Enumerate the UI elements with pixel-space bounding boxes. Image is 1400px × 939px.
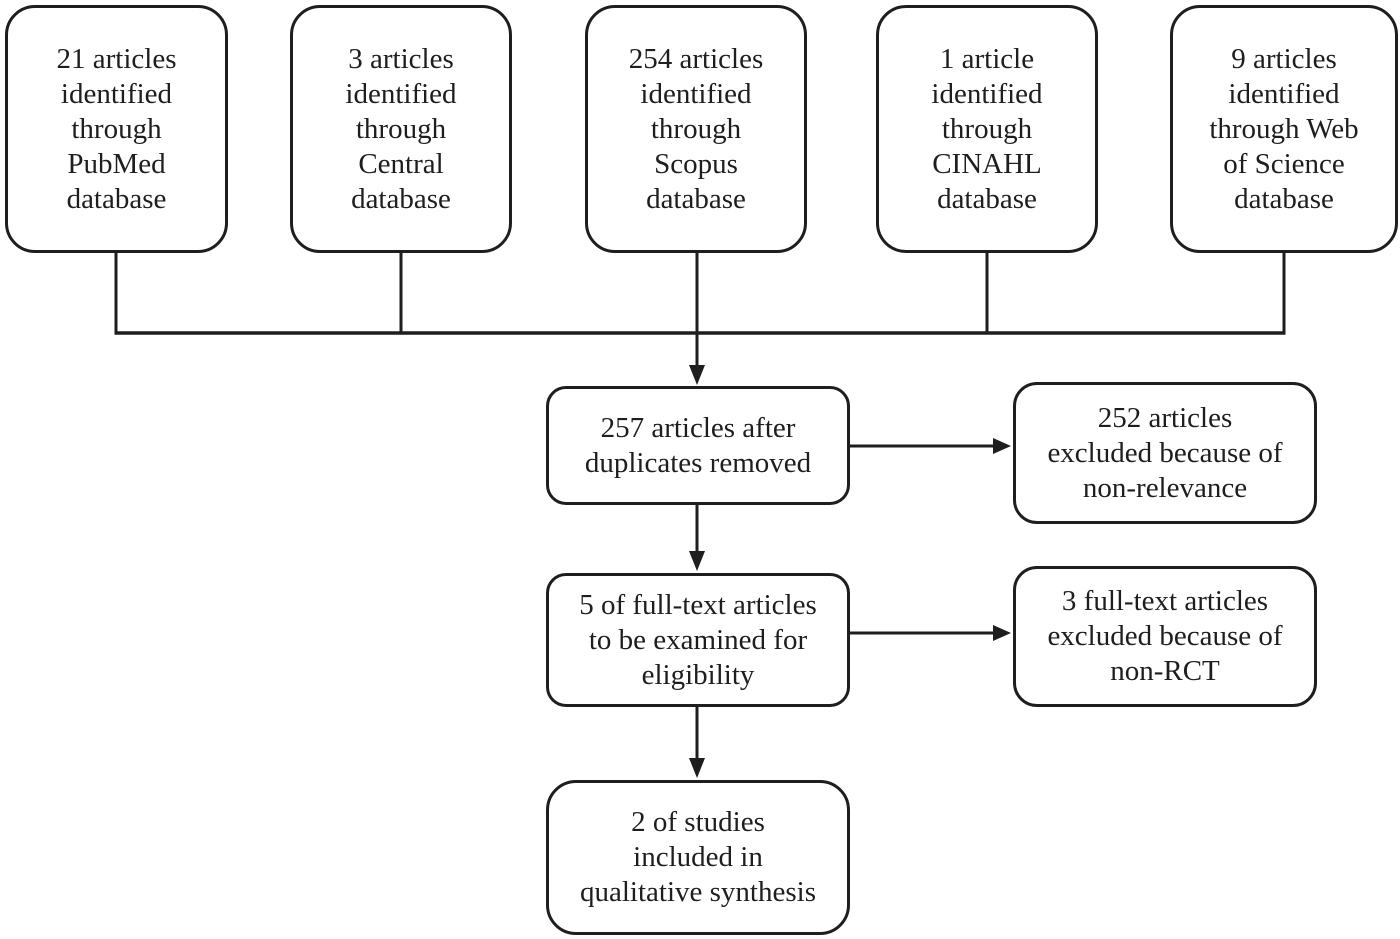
source-box-cinahl: 1 article identified through CINAHL data… bbox=[876, 5, 1098, 253]
excluded-non-rct-box: 3 full-text articles excluded because of… bbox=[1013, 566, 1317, 707]
duplicates-removed-text: 257 articles after duplicates removed bbox=[584, 411, 812, 479]
source-box-pubmed: 21 articles identified through PubMed da… bbox=[5, 5, 228, 253]
arrowhead-duplicates-to-eligibility bbox=[689, 551, 705, 571]
source-box-central-text: 3 articles identified through Central da… bbox=[345, 42, 457, 215]
arrowhead-eligibility-to-excluded bbox=[993, 625, 1011, 641]
source-box-scopus-text: 254 articles identified through Scopus d… bbox=[628, 42, 764, 215]
arrowhead-merge-to-duplicates bbox=[689, 365, 705, 385]
included-box: 2 of studies included in qualitative syn… bbox=[546, 780, 850, 935]
included-text: 2 of studies included in qualitative syn… bbox=[580, 806, 816, 908]
source-box-pubmed-text: 21 articles identified through PubMed da… bbox=[56, 42, 177, 215]
excluded-non-rct-text: 3 full-text articles excluded because of… bbox=[1047, 585, 1283, 687]
arrowhead-duplicates-to-excluded bbox=[993, 438, 1011, 454]
source-box-scopus: 254 articles identified through Scopus d… bbox=[585, 5, 807, 253]
arrowhead-eligibility-to-included bbox=[689, 758, 705, 778]
source-box-central: 3 articles identified through Central da… bbox=[290, 5, 512, 253]
eligibility-text: 5 of full-text articles to be examined f… bbox=[579, 588, 817, 691]
source-box-web-of-science-text: 9 articles identified through Web of Sci… bbox=[1209, 42, 1359, 215]
duplicates-removed-box: 257 articles after duplicates removed bbox=[546, 386, 850, 505]
excluded-non-relevance-box: 252 articles excluded because of non-rel… bbox=[1013, 382, 1317, 524]
source-box-web-of-science: 9 articles identified through Web of Sci… bbox=[1170, 5, 1398, 253]
source-box-cinahl-text: 1 article identified through CINAHL data… bbox=[931, 42, 1043, 215]
excluded-non-relevance-text: 252 articles excluded because of non-rel… bbox=[1047, 401, 1283, 504]
eligibility-box: 5 of full-text articles to be examined f… bbox=[546, 573, 850, 707]
